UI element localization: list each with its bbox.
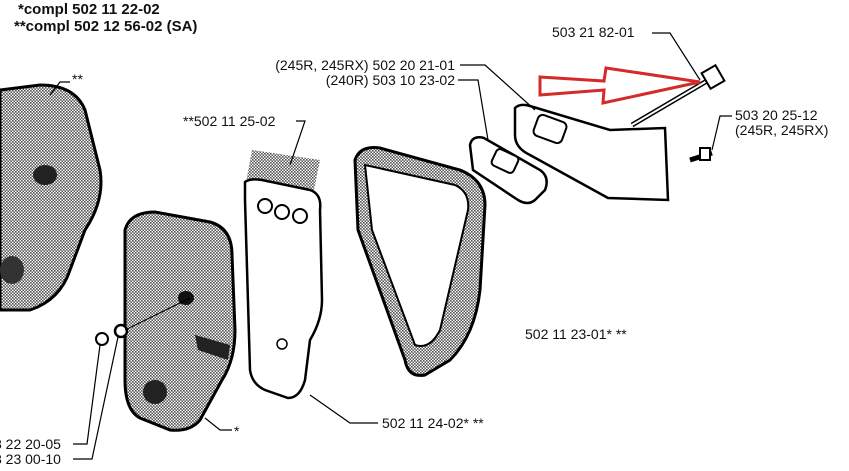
compl-line-2: **compl 502 12 56-02 (SA): [12, 18, 200, 35]
label-gasket: (240R) 503 10 23-02: [323, 72, 457, 88]
cover-left: [0, 83, 103, 312]
nut: [95, 332, 109, 346]
label-screen: **502 11 25-02: [181, 113, 278, 129]
label-muffler: 502 11 23-01* **: [523, 326, 629, 342]
red-arrow: [538, 66, 701, 105]
cover-front: [123, 210, 237, 432]
plate: [243, 178, 324, 400]
label-screw-number: 503 20 25-12: [733, 107, 820, 123]
cover-left-marker: **: [70, 71, 85, 87]
label-nut: 8 22 20-05: [0, 437, 63, 452]
label-plate: 502 11 24-02* **: [380, 415, 486, 431]
label-bracket: (245R, 245RX) 502 20 21-01: [273, 57, 457, 73]
label-screw-models: (245R, 245RX): [733, 122, 831, 138]
compl-line-1: *compl 502 11 22-02: [16, 1, 162, 18]
washer: [113, 323, 129, 339]
label-bolt: 503 21 82-01: [550, 24, 637, 40]
label-cover-marker: *: [232, 423, 242, 439]
label-washer: 8 23 00-10: [0, 452, 63, 467]
